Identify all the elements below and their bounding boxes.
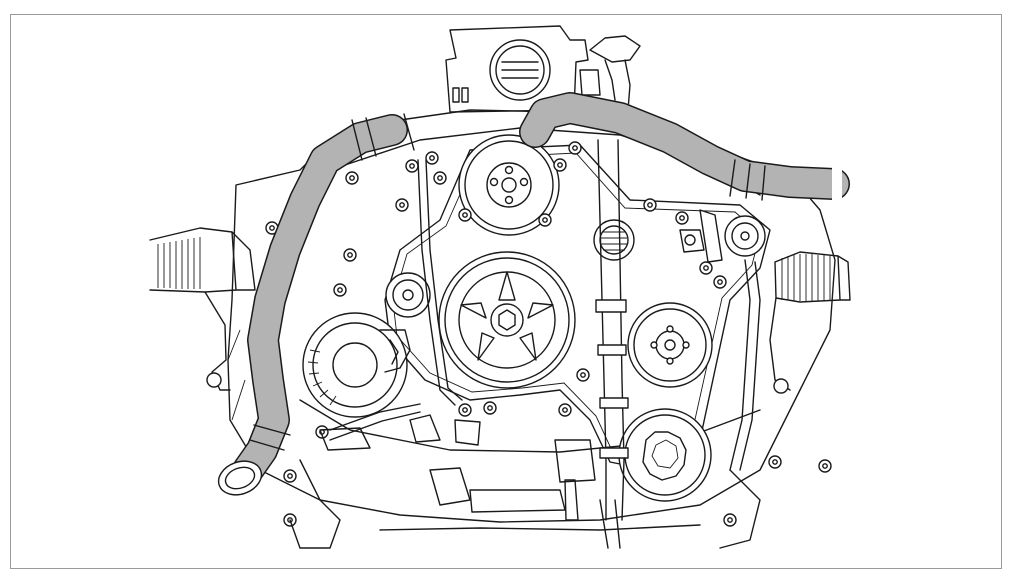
bolt bbox=[333, 283, 347, 297]
bolt-head bbox=[703, 265, 709, 271]
bolt-head bbox=[347, 252, 353, 258]
bolt-head bbox=[647, 202, 653, 208]
right-intake-pipe bbox=[769, 251, 851, 394]
bolt bbox=[576, 368, 590, 382]
bolt bbox=[425, 151, 439, 165]
vertical-harness bbox=[595, 139, 629, 521]
bolt bbox=[538, 213, 552, 227]
top-wiring-harness bbox=[579, 35, 641, 111]
bolt-head bbox=[557, 162, 563, 168]
bolt-head bbox=[572, 145, 578, 151]
bolt bbox=[675, 211, 689, 225]
bolt-head bbox=[409, 163, 415, 169]
bolt bbox=[458, 403, 472, 417]
bolt bbox=[315, 425, 329, 439]
crankshaft-pulley bbox=[438, 251, 576, 389]
bolt bbox=[568, 141, 582, 155]
bolt-head bbox=[772, 459, 778, 465]
left-vacuum-tube bbox=[329, 159, 463, 441]
bolt-head bbox=[462, 407, 468, 413]
bolt-head bbox=[562, 407, 568, 413]
throttle-body bbox=[445, 25, 589, 113]
alternator bbox=[302, 312, 411, 418]
bolt-head bbox=[462, 212, 468, 218]
bolt-head bbox=[337, 287, 343, 293]
bolt-head bbox=[542, 217, 548, 223]
bolt-head bbox=[679, 215, 685, 221]
bolt-head bbox=[429, 155, 435, 161]
bolt bbox=[768, 455, 782, 469]
left-coolant-hose bbox=[217, 113, 415, 496]
bolt-head bbox=[349, 175, 355, 181]
upper-pulley bbox=[458, 134, 560, 236]
power-steering-pulley bbox=[627, 302, 713, 388]
idler-pulley-left bbox=[385, 272, 431, 318]
bolt bbox=[713, 275, 727, 289]
bolt bbox=[458, 208, 472, 222]
bolt-head bbox=[727, 517, 733, 523]
bolt bbox=[395, 198, 409, 212]
bolt bbox=[433, 171, 447, 185]
left-intake-pipe bbox=[149, 227, 256, 391]
bolt bbox=[405, 159, 419, 173]
bolt-head bbox=[287, 517, 293, 523]
bolt-head bbox=[287, 473, 293, 479]
bolt-head bbox=[822, 463, 828, 469]
bolt bbox=[343, 248, 357, 262]
bolt-head bbox=[399, 202, 405, 208]
bolt bbox=[553, 158, 567, 172]
right-coolant-hose bbox=[519, 92, 850, 202]
bolt bbox=[345, 171, 359, 185]
bolt bbox=[558, 403, 572, 417]
tensioner-pulley bbox=[593, 219, 635, 261]
bolt bbox=[699, 261, 713, 275]
bolt-head bbox=[580, 372, 586, 378]
bolt bbox=[483, 401, 497, 415]
bolt-head bbox=[437, 175, 443, 181]
idler-pulley-right bbox=[724, 215, 766, 257]
bolt-head bbox=[487, 405, 493, 411]
lower-engine-parts bbox=[289, 414, 761, 549]
bolt bbox=[723, 513, 737, 527]
bolt bbox=[818, 459, 832, 473]
bolt-head bbox=[269, 225, 275, 231]
bolt bbox=[643, 198, 657, 212]
bolt-head bbox=[717, 279, 723, 285]
bolt bbox=[283, 469, 297, 483]
bolt-set bbox=[265, 141, 832, 527]
lower-right-pulley bbox=[618, 408, 712, 502]
right-bracket bbox=[679, 209, 761, 471]
